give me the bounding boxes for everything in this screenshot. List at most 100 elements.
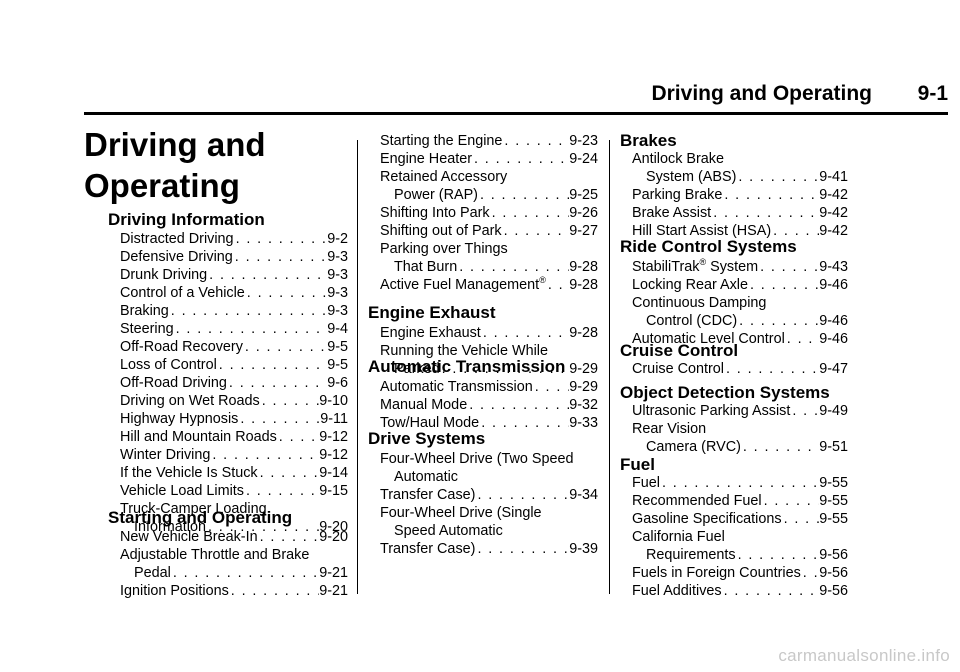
- toc-entry[interactable]: Distracted Driving9-2: [120, 230, 348, 248]
- leader-dots: [260, 392, 319, 410]
- leader-dots: [758, 258, 819, 276]
- toc-entry[interactable]: Shifting out of Park9-27: [380, 222, 598, 240]
- toc-entry[interactable]: Continuous Damping Control (CDC)9-46: [632, 294, 848, 330]
- toc-entry-text: New Vehicle Break-In: [120, 529, 258, 545]
- toc-entry-text: Active Fuel Management®: [380, 275, 546, 294]
- toc-entry[interactable]: Fuel Additives9-56: [632, 582, 848, 600]
- toc-page: 9-5: [327, 357, 348, 373]
- toc-entry[interactable]: California Fuel Requirements9-56: [632, 528, 848, 564]
- toc-entry[interactable]: Four-Wheel Drive (Two Speed Automatic Tr…: [380, 450, 598, 504]
- toc-entry[interactable]: Engine Heater9-24: [380, 150, 598, 168]
- toc-entry[interactable]: Winter Driving9-12: [120, 446, 348, 464]
- toc-entry[interactable]: Gasoline Specifications9-55: [632, 510, 848, 528]
- toc-entry[interactable]: Parking Brake9-42: [632, 186, 848, 204]
- toc-page: 9-47: [819, 361, 848, 377]
- toc-entry[interactable]: Hill Start Assist (HSA)9-42: [632, 222, 848, 240]
- toc-entry[interactable]: Shifting Into Park9-26: [380, 204, 598, 222]
- toc-entry[interactable]: If the Vehicle Is Stuck9-14: [120, 464, 348, 482]
- toc-entry[interactable]: Adjustable Throttle and Brake Pedal9-21: [120, 546, 348, 582]
- toc-entry[interactable]: New Vehicle Break-In 9-20: [120, 528, 348, 546]
- toc-entry-text: Control (CDC): [646, 313, 738, 329]
- toc-entry[interactable]: Drunk Driving 9-3: [120, 266, 348, 284]
- toc-entry[interactable]: Cruise Control9-47: [632, 360, 848, 378]
- toc-entry-text: Braking: [120, 303, 169, 319]
- toc-page: 9-29: [569, 361, 598, 377]
- leader-dots: [736, 546, 820, 564]
- toc-entry[interactable]: Defensive Driving9-3: [120, 248, 348, 266]
- toc-entry[interactable]: Running the Vehicle While Parked9-29: [380, 342, 598, 378]
- toc-entry[interactable]: Braking9-3: [120, 302, 348, 320]
- toc-page: 9-51: [819, 439, 848, 455]
- toc-entry[interactable]: Truck-Camper Loading Information9-20: [120, 500, 348, 536]
- leader-dots: [475, 540, 569, 558]
- toc-entry[interactable]: Off-Road Driving9-6: [120, 374, 348, 392]
- toc-entry[interactable]: Recommended Fuel9-55: [632, 492, 848, 510]
- toc-page: 9-3: [327, 267, 348, 283]
- toc-entry[interactable]: Fuels in Foreign Countries9-56: [632, 564, 848, 582]
- toc-entry[interactable]: Fuel9-55: [632, 474, 848, 492]
- toc-entry[interactable]: Tow/Haul Mode9-33: [380, 414, 598, 432]
- toc-entry[interactable]: Driving on Wet Roads9-10: [120, 392, 348, 410]
- toc-entry[interactable]: Steering9-4: [120, 320, 348, 338]
- toc-entry-text: California Fuel: [632, 529, 725, 545]
- toc-entry[interactable]: Starting the Engine9-23: [380, 132, 598, 150]
- toc-page: 9-27: [569, 223, 598, 239]
- toc-entry-text: Fuels in Foreign Countries: [632, 565, 801, 581]
- toc-entry-text: Transfer Case): [380, 541, 476, 557]
- toc-page: 9-34: [569, 487, 598, 503]
- toc-entry[interactable]: Engine Exhaust9-28: [380, 324, 598, 342]
- toc-entry[interactable]: Locking Rear Axle9-46: [632, 276, 848, 294]
- chapter-title-line-1: Driving and: [84, 126, 266, 163]
- toc-entry[interactable]: Hill and Mountain Roads9-12: [120, 428, 348, 446]
- leader-dots: [801, 564, 819, 582]
- toc-entry[interactable]: Automatic Transmission9-29: [380, 378, 598, 396]
- leader-dots: [660, 474, 819, 492]
- header-rule: [84, 112, 948, 115]
- toc-entry[interactable]: Automatic Level Control9-46: [632, 330, 848, 348]
- section-title: Cruise Control: [620, 341, 739, 360]
- leader-dots: [478, 186, 569, 204]
- toc-entry-text: Manual Mode: [380, 397, 468, 413]
- toc-page: 9-46: [819, 331, 848, 347]
- section-title: Driving Information: [108, 210, 265, 229]
- toc-entry[interactable]: Vehicle Load Limits9-15: [120, 482, 348, 500]
- leader-dots: [233, 248, 327, 266]
- toc-page: 9-26: [569, 205, 598, 221]
- toc-entry[interactable]: Parking over Things That Burn9-28: [380, 240, 598, 276]
- toc-entry[interactable]: Manual Mode9-32: [380, 396, 598, 414]
- toc-entry-text: Fuel Additives: [632, 583, 722, 599]
- toc-entry[interactable]: Rear Vision Camera (RVC)9-51: [632, 420, 848, 456]
- leader-dots: [502, 132, 569, 150]
- toc-entry[interactable]: Ignition Positions9-21: [120, 582, 348, 600]
- toc-entry[interactable]: Control of a Vehicle9-3: [120, 284, 348, 302]
- toc-entry[interactable]: Retained Accessory Power (RAP)9-25: [380, 168, 598, 204]
- toc-entry[interactable]: Antilock Brake System (ABS)9-41: [632, 150, 848, 186]
- toc-entry-text: Antilock Brake: [632, 151, 724, 167]
- registered-mark: ®: [539, 275, 546, 285]
- toc-entry[interactable]: Highway Hypnosis9-11: [120, 410, 348, 428]
- leader-dots: [217, 356, 327, 374]
- toc-entry-text: Speed Automatic: [394, 523, 503, 539]
- toc-entry-text: Drunk Driving: [120, 267, 208, 283]
- toc-entry[interactable]: StabiliTrak® System9-43: [632, 258, 848, 276]
- leader-dots: [457, 258, 569, 276]
- leader-dots: [711, 204, 819, 222]
- toc-entry-text: Brake Assist: [632, 205, 712, 221]
- toc-page: 9-20: [319, 529, 348, 545]
- toc-page: 9-28: [569, 277, 598, 293]
- toc-entry-text: If the Vehicle Is Stuck: [120, 465, 258, 481]
- toc-entry[interactable]: Ultrasonic Parking Assist9-49: [632, 402, 848, 420]
- leader-dots: [475, 486, 569, 504]
- toc-page: 9-41: [819, 169, 848, 185]
- toc-entry[interactable]: Off-Road Recovery9-5: [120, 338, 348, 356]
- toc-entry-text: Distracted Driving: [120, 231, 234, 247]
- toc-entry[interactable]: Four-Wheel Drive (Single Speed Automatic…: [380, 504, 598, 558]
- toc-entry[interactable]: Loss of Control9-5: [120, 356, 348, 374]
- leader-dots: [533, 378, 569, 396]
- toc-entry[interactable]: Active Fuel Management® 9-28: [380, 276, 598, 294]
- toc-entry[interactable]: Brake Assist9-42: [632, 204, 848, 222]
- toc-entry-text: Winter Driving: [120, 447, 211, 463]
- section-title: Brakes: [620, 131, 677, 150]
- toc-entry-text: Hill and Mountain Roads: [120, 429, 277, 445]
